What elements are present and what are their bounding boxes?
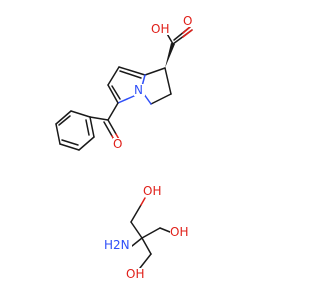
ketorolac-structure: O OH N O bbox=[55, 14, 195, 151]
hydroxyl-right-label: OH bbox=[170, 225, 188, 239]
tromethamine-structure: OH OH OH H2N bbox=[104, 184, 192, 281]
carboxyl-group bbox=[165, 26, 193, 68]
carboxyl-hydroxyl-label: OH bbox=[151, 22, 169, 36]
ketone-oxygen-label: O bbox=[113, 137, 122, 151]
molecule-canvas: O OH N O OH OH OH H2N bbox=[55, 14, 195, 281]
phenyl-ring bbox=[55, 110, 95, 151]
stereo-wedge-bond bbox=[165, 43, 175, 68]
hydroxyl-bottom-label: OH bbox=[126, 267, 144, 281]
benzoyl-carbonyl bbox=[89, 102, 121, 144]
amine-label: H2N bbox=[104, 238, 130, 252]
carboxyl-oxygen-label: O bbox=[183, 14, 192, 28]
pyrrolidine-ring bbox=[140, 67, 172, 105]
hydroxyl-top-label: OH bbox=[143, 184, 161, 198]
pyrrole-nitrogen-label: N bbox=[134, 83, 143, 97]
